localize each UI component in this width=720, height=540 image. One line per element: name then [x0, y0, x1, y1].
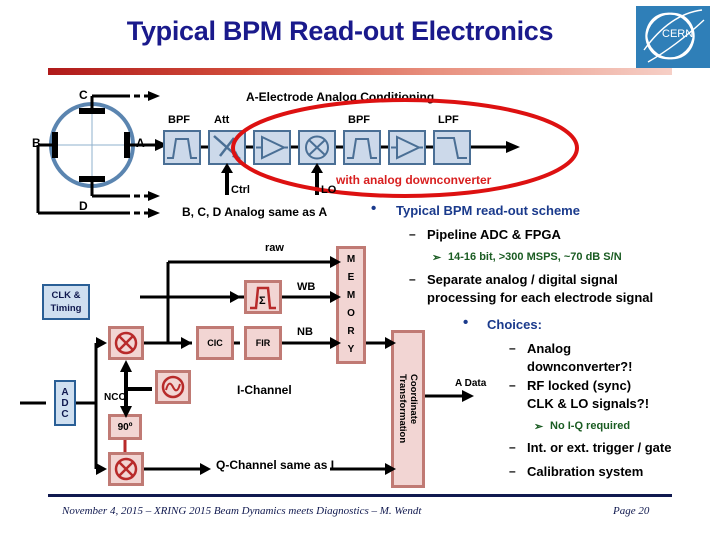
- electrode-label-b: B: [32, 136, 41, 150]
- fir-block: FIR: [244, 326, 282, 360]
- adc-block: A D C: [54, 380, 76, 426]
- adc-letter-c: C: [61, 408, 69, 420]
- i-channel-label: I-Channel: [237, 383, 292, 397]
- memory-block: M E M O R Y: [336, 246, 366, 364]
- bullet-dot-2: •: [463, 314, 469, 331]
- coord-line1: Coordinate: [408, 374, 419, 425]
- i-mixer-block: [108, 326, 144, 360]
- cic-block: CIC: [196, 326, 234, 360]
- bullet-separate-l2: processing for each electrode signal: [427, 290, 654, 305]
- footer-divider: [48, 494, 672, 497]
- dash-4: –: [509, 378, 516, 392]
- footer-left: November 4, 2015 – XRING 2015 Beam Dynam…: [62, 505, 422, 517]
- q-channel-label: Q-Channel same as I: [216, 458, 335, 472]
- bullet-trigger-gate: Int. or ext. trigger / gate: [527, 440, 672, 455]
- clk-timing-line2: Timing: [50, 303, 82, 314]
- adc-letter-d: D: [61, 397, 69, 409]
- analog-block-lpf: [433, 130, 471, 165]
- dash-1: –: [409, 227, 416, 241]
- bullet-analog-l2: downconverter?!: [527, 359, 633, 374]
- bullet-typical-scheme: Typical BPM read-out scheme: [396, 203, 580, 218]
- analog-block-mixer: [298, 130, 336, 165]
- bullet-no-iq: No I-Q required: [550, 420, 631, 432]
- analog-label-bpf1: BPF: [168, 114, 190, 126]
- arrow-green-1: ➢: [432, 252, 442, 264]
- memory-letter-4: R: [347, 326, 355, 337]
- dash-3: –: [509, 341, 516, 355]
- bullet-separate-l1: Separate analog / digital signal: [427, 272, 618, 287]
- memory-letter-0: M: [346, 254, 356, 265]
- memory-letter-1: E: [347, 272, 355, 283]
- analog-block-amplifier1: [253, 130, 291, 165]
- electrode-label-c: C: [79, 88, 88, 102]
- sigma-glyph: Σ: [259, 295, 266, 307]
- dash-5: –: [509, 440, 516, 454]
- bullet-analog-l1: Analog: [527, 341, 572, 356]
- analog-label-bpf2: BPF: [348, 114, 370, 126]
- nco-block: [155, 370, 191, 404]
- cern-logo: CERN: [636, 6, 710, 68]
- coordinate-transformation-block: Transformation Coordinate: [391, 330, 425, 488]
- analog-block-bpf1: [163, 130, 201, 165]
- memory-letter-3: O: [347, 308, 355, 319]
- electrode-label-d: D: [79, 199, 88, 213]
- analog-label-att: Att: [214, 114, 230, 126]
- bullet-adc-specs: 14-16 bit, >300 MSPS, ~70 dB S/N: [448, 251, 622, 263]
- bcd-note: B, C, D Analog same as A: [182, 205, 328, 219]
- analog-block-amplifier2: [388, 130, 426, 165]
- page-title: Typical BPM Read-out Electronics: [126, 16, 554, 46]
- clk-timing-line1: CLK &: [51, 290, 81, 301]
- coord-line2: Transformation: [397, 374, 408, 444]
- dash-2: –: [409, 272, 416, 286]
- sigma-block: Σ: [244, 280, 282, 314]
- downconverter-caption: with analog downconverter: [336, 173, 492, 187]
- analog-label-lo: LO: [321, 184, 337, 196]
- electrode-label-a: A: [136, 136, 145, 150]
- bullet-calibration: Calibration system: [527, 464, 644, 479]
- cern-logo-text: CERN: [662, 28, 693, 40]
- nco-label: NCO: [104, 392, 127, 403]
- analog-label-lpf: LPF: [438, 114, 459, 126]
- analog-block-attenuator: [208, 130, 246, 165]
- dash-6: –: [509, 464, 516, 478]
- raw-label: raw: [265, 242, 284, 254]
- footer-right: Page 20: [613, 505, 650, 517]
- memory-letter-5: Y: [347, 344, 355, 355]
- phase-shift-block: 90º: [108, 414, 142, 440]
- analog-block-bpf2: [343, 130, 381, 165]
- bullet-pipeline-adc: Pipeline ADC & FPGA: [427, 227, 561, 242]
- memory-letter-2: M: [346, 290, 356, 301]
- clk-timing-block: CLK & Timing: [42, 284, 90, 320]
- analog-section-heading: A-Electrode Analog Conditioning: [246, 90, 435, 104]
- nb-label: NB: [297, 326, 313, 338]
- q-mixer-block: [108, 452, 144, 486]
- bullet-rf-locked-l2: CLK & LO signals?!: [527, 396, 650, 411]
- bullet-dot-1: •: [371, 200, 377, 217]
- analog-label-ctrl: Ctrl: [231, 184, 250, 196]
- title-divider: [48, 68, 672, 75]
- bullet-rf-locked-l1: RF locked (sync): [527, 378, 632, 393]
- bullet-choices: Choices:: [487, 317, 542, 332]
- arrow-green-2: ➢: [534, 421, 544, 433]
- adc-letter-a: A: [61, 386, 69, 398]
- a-data-label: A Data: [455, 378, 487, 389]
- wb-label: WB: [297, 281, 316, 293]
